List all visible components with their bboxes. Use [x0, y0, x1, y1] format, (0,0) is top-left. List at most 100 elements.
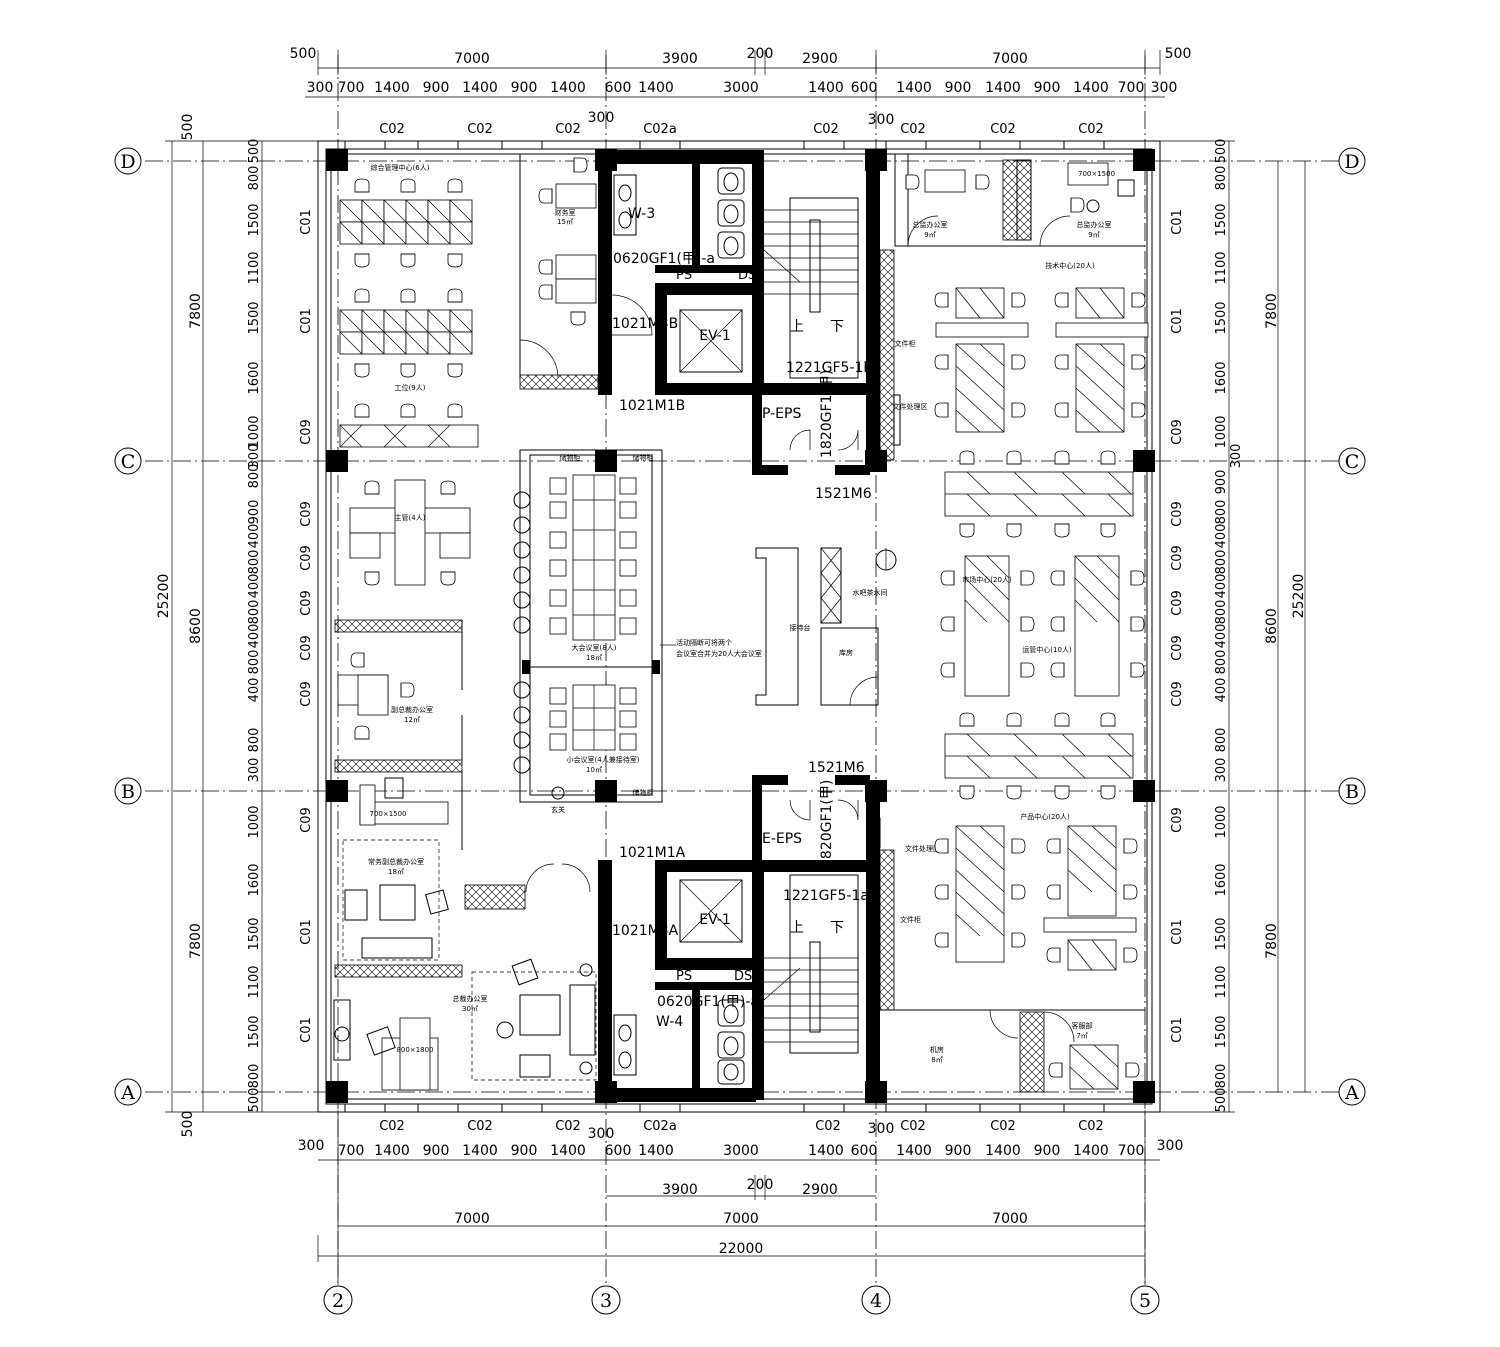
dim-ld-6: 1000 [247, 415, 262, 448]
tag-m6-top: 1521M6 [815, 486, 872, 502]
win-left-5: C09 [299, 590, 314, 616]
dim-bd-9: 3000 [723, 1143, 759, 1159]
dim-td-13: 900 [945, 80, 972, 96]
dim-ld-24: 800 [247, 1064, 262, 1089]
dim-td-12: 1400 [896, 80, 932, 96]
dim-bd-16: 1400 [1073, 1143, 1109, 1159]
toilet-icon [717, 999, 745, 1085]
dim-rd-18: 300 [1214, 758, 1229, 783]
dim-left-1: 7800 [188, 293, 204, 329]
room-finance: 财务室 15㎡ [519, 154, 653, 390]
dim-ld-8: 800 [247, 464, 262, 489]
win-right-10: C01 [1170, 1017, 1185, 1043]
tag-m6-bottom: 1521M6 [808, 760, 865, 776]
market-center-label: 市场中心(20人) [962, 575, 1012, 584]
room-vp-office: 副总裁办公室 12㎡ [334, 619, 463, 773]
win-top-3: C02a [643, 122, 677, 137]
tag-ds-bottom: DS [734, 969, 752, 984]
bottom-dimensions: 300 700 1400 900 1400 900 1400 600 1400 … [298, 1110, 1183, 1285]
dim-bd-12: 1400 [896, 1143, 932, 1159]
partition-note-1: 活动隔断可将两个 [676, 638, 732, 647]
dim-bm-0: 3900 [662, 1182, 698, 1198]
dim-ld-7: 300 [247, 444, 262, 469]
win-left-9: C01 [299, 919, 314, 945]
room-exec-vp-label: 常务副总裁办公室 [368, 857, 424, 866]
win-bottom-1: C02 [467, 1119, 493, 1134]
room-president-area: 30㎡ [462, 1005, 478, 1013]
win-bottom-4: C02 [815, 1119, 841, 1134]
axis-label-c-right: C [1345, 451, 1360, 473]
dim-rd-5: 1600 [1214, 361, 1229, 394]
win-top-7: C02 [1078, 122, 1104, 137]
dim-bd-15: 900 [1034, 1143, 1061, 1159]
dim-bd-13: 900 [945, 1143, 972, 1159]
dim-rd-24: 800 [1214, 1064, 1229, 1089]
dim-ld-15: 800 [247, 650, 262, 675]
room-machine-customer: 机房 8㎡ 客服部 7㎡ [880, 1009, 1145, 1093]
dim-ld-11: 800 [247, 550, 262, 575]
director-desk-size: 700×1500 [1078, 170, 1115, 178]
win-right-1: C01 [1170, 308, 1185, 334]
dim-ld-21: 1500 [247, 917, 262, 950]
dim-ld-14: 400 [247, 624, 262, 649]
dim-bottom-extra-0: 300 [588, 1126, 615, 1142]
dim-bd-1: 700 [338, 1143, 365, 1159]
axis-label-5: 5 [1139, 1290, 1151, 1312]
room-exec-vp: 700×1500 常务副总裁办公室 18㎡ [334, 772, 591, 978]
dim-ld-9: 900 [247, 500, 262, 525]
dim-td-10: 1400 [808, 80, 844, 96]
dim-bottom-extra-1: 300 [868, 1121, 895, 1137]
dim-rd-3: 1100 [1214, 251, 1229, 284]
dim-rd-0: 500 [1214, 139, 1229, 164]
dim-rd-23: 1500 [1214, 1015, 1229, 1048]
tag-win-top: 0620GF1(甲)-a [613, 251, 715, 267]
dim-ld-10: 400 [247, 524, 262, 549]
dim-ld-12: 400 [247, 574, 262, 599]
win-top-5: C02 [900, 122, 926, 137]
left-detail-dimensions: 500 800 1500 1100 1500 1600 1000 300 800… [247, 139, 262, 1113]
dim-td-15: 900 [1034, 80, 1061, 96]
win-right-6: C09 [1170, 635, 1185, 661]
room-vp-label: 副总裁办公室 [391, 705, 433, 714]
dim-bb-2: 7000 [992, 1211, 1028, 1227]
win-bottom-7: C02 [1078, 1119, 1104, 1134]
axis-label-2: 2 [332, 1290, 344, 1312]
tag-up-bottom: 上 [790, 920, 804, 936]
tag-ps-top: PS [676, 268, 692, 283]
dim-td-17: 700 [1118, 80, 1145, 96]
room-director: 700×1500 总监办公室 9㎡ 总监办公室 9㎡ [894, 153, 1145, 247]
dim-top-2: 3900 [662, 51, 698, 67]
win-top-4: C02 [813, 122, 839, 137]
dim-top-5: 7000 [992, 51, 1028, 67]
axis-bubbles: D C B A D C B A 2 3 4 5 [114, 147, 1366, 1315]
dim-top-0: 500 [290, 46, 317, 62]
win-left-3: C09 [299, 501, 314, 527]
dim-rd-14: 400 [1214, 624, 1229, 649]
room-desk-size-2: 800×1800 [396, 1046, 433, 1054]
tag-ds-top: DS [738, 268, 756, 283]
dim-rd-15: 800 [1214, 650, 1229, 675]
win-bottom-5: C02 [900, 1119, 926, 1134]
ev-bottom-label: EV-1 [699, 912, 731, 928]
tag-gf1-bottom: 1820GF1(甲) [819, 780, 835, 868]
dim-left-4: 500 [180, 1111, 196, 1138]
dim-ld-5: 1600 [247, 361, 262, 394]
win-right-9: C01 [1170, 919, 1185, 945]
dim-bb-1: 7000 [723, 1211, 759, 1227]
dim-rd-2: 1500 [1214, 203, 1229, 236]
dim-bd-17: 700 [1118, 1143, 1145, 1159]
toilet-icon [717, 167, 745, 259]
dim-top-6: 500 [1165, 46, 1192, 62]
dim-ld-20: 1600 [247, 863, 262, 896]
dim-td-6: 1400 [550, 80, 586, 96]
axis-label-b-right: B [1345, 781, 1359, 803]
small-meeting-label: 小会议室(4人兼接待室) [567, 755, 640, 764]
dim-rd-12: 400 [1214, 574, 1229, 599]
store-label: 库房 [839, 648, 853, 657]
dim-rd-19: 1000 [1214, 805, 1229, 838]
dim-rd-6: 1000 [1214, 415, 1229, 448]
dim-td-7: 600 [605, 80, 632, 96]
room-meeting: 储物柜 储物柜 储物柜 大会议室(8人) 18㎡ 活动隔断可将两个 会议室合并为… [513, 449, 762, 814]
dim-bd-2: 1400 [374, 1143, 410, 1159]
